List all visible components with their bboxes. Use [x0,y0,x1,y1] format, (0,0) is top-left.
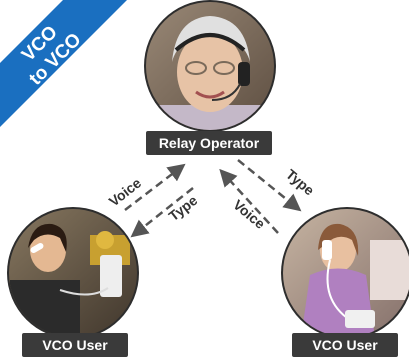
relay-operator-text: Relay Operator [159,135,260,151]
banner-ribbon [0,0,127,127]
left-user-text: VCO User [42,337,108,353]
relay-operator-photo [144,0,276,132]
label-type-left: Type [166,192,201,224]
left-user-label: VCO User [22,333,128,357]
left-vco-user-photo [7,207,139,339]
right-vco-user-photo [281,207,409,339]
label-type-right: Type [283,166,318,199]
vco-banner: VCO to VCO [0,0,127,127]
arrow-voice-right [219,168,279,234]
arrow-voice-left [124,163,186,211]
relay-operator-label: Relay Operator [146,131,272,155]
right-user-text: VCO User [312,337,378,353]
label-voice-left: Voice [106,174,145,209]
right-user-label: VCO User [292,333,398,357]
arrows [124,159,302,238]
